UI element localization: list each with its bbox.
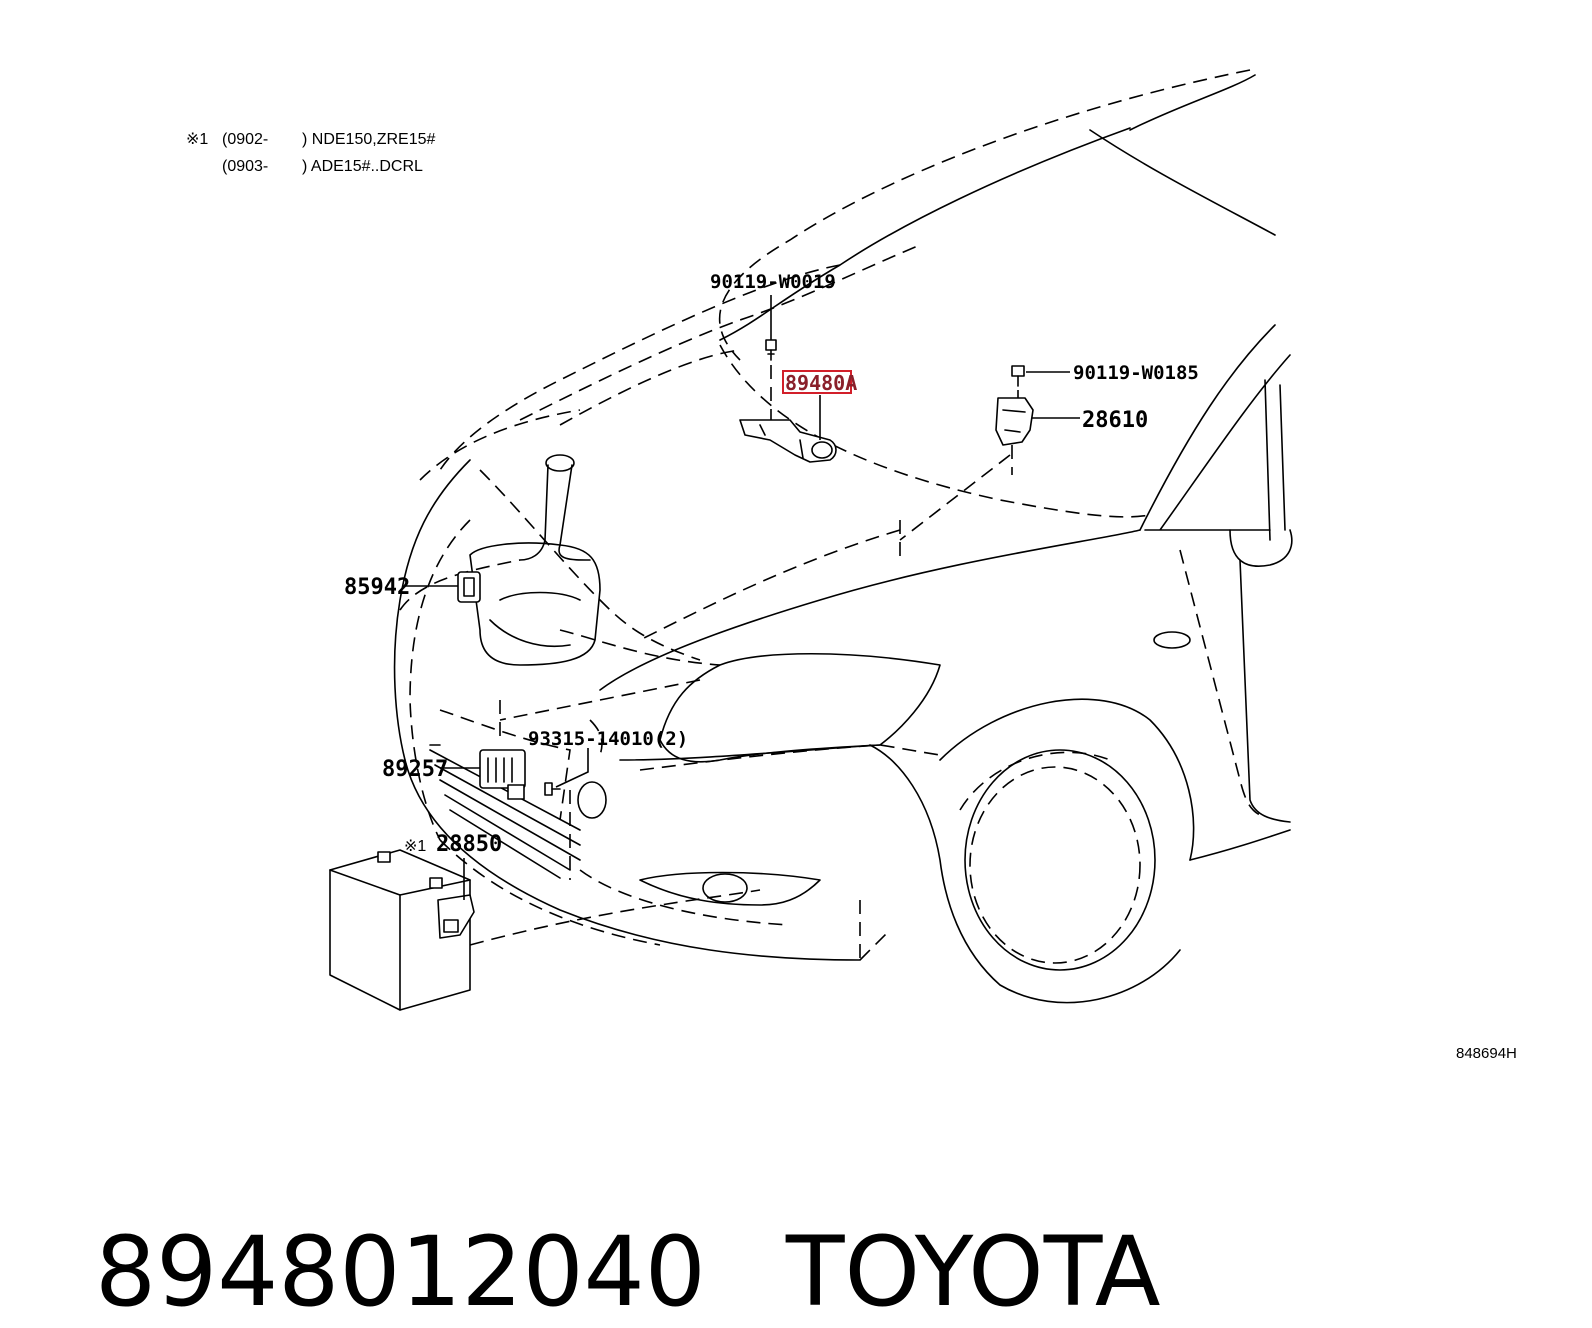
relay-85942	[457, 571, 481, 603]
callout-battery-sensor[interactable]: 28850	[436, 832, 502, 857]
battery	[329, 849, 471, 1011]
leader-lines	[405, 295, 1080, 900]
callout-bolt-top[interactable]: 90119-W0019	[710, 271, 836, 293]
bolt-top	[765, 339, 777, 420]
highlight-box	[782, 370, 852, 394]
callout-bolt-right[interactable]: 90119-W0185	[1073, 362, 1199, 384]
callout-grille-sensor[interactable]: 89257	[382, 757, 448, 782]
note-line1-mark: ※1	[186, 131, 208, 148]
car-body-outline	[393, 69, 1293, 1004]
callout-grille-screws[interactable]: 93315-14010(2)	[528, 728, 688, 750]
washer-tank	[469, 454, 601, 666]
note-line1-date: (0902-	[222, 131, 268, 148]
callout-left-relay[interactable]: 85942	[344, 575, 410, 600]
sensor-28610	[995, 397, 1034, 475]
note-line2-date: (0903-	[222, 158, 268, 175]
callout-labels: 90119-W0019 90119-W0185 28610 89480A 859…	[344, 271, 1199, 857]
callout-battery-mark: ※1	[404, 838, 426, 855]
callout-highlighted-part[interactable]: 89480A	[785, 371, 857, 395]
bolt-right	[1011, 365, 1025, 400]
applicability-notes: ※1 (0902- ) NDE150,ZRE15# (0903- ) ADE15…	[186, 131, 435, 175]
sensor-89257	[479, 749, 561, 800]
part-number: 8948012040	[95, 1216, 706, 1328]
note-line2-models: ) ADE15#..DCRL	[302, 158, 423, 175]
note-line1-models: ) NDE150,ZRE15#	[302, 131, 435, 148]
height-control-sensor	[739, 419, 837, 463]
diagram-code: 848694H	[1456, 1045, 1517, 1062]
brand-name: TOYOTA	[785, 1216, 1161, 1328]
callout-sensor-right[interactable]: 28610	[1082, 408, 1148, 433]
